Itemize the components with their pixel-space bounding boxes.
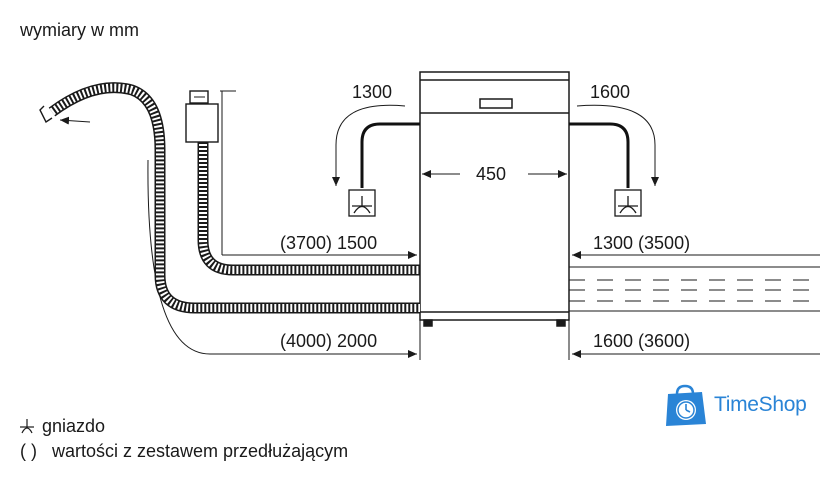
socket-left-symbol (348, 189, 376, 217)
dimension-right-lower: 1600 (3600) (593, 331, 691, 351)
socket-dimension-arrows (332, 104, 659, 186)
socket-right-symbol (614, 189, 642, 217)
legend-socket-label: gniazdo (42, 416, 106, 436)
right-hose-lines (569, 266, 820, 312)
drain-hose (39, 82, 420, 314)
power-cables (360, 122, 630, 188)
shopping-bag-clock-icon (666, 384, 706, 426)
dimension-left-socket: 1300 (352, 82, 393, 102)
brand-name: TimeShop (714, 393, 807, 416)
left-dimension-arrows (147, 90, 417, 358)
socket-legend-icon (20, 419, 34, 434)
extension-lines (419, 320, 570, 360)
dimension-right-upper: 1300 (3500) (593, 233, 691, 253)
legend-parentheses-symbol: ( ) (20, 441, 37, 461)
units-note: wymiary w mm (20, 20, 139, 40)
dimension-right-socket: 1600 (590, 82, 631, 102)
timeshop-watermark: TimeShop (662, 382, 832, 430)
right-dimension-arrows (572, 251, 820, 358)
dimension-left-lower: (4000) 2000 (280, 331, 378, 351)
dimension-width: 450 (476, 164, 507, 184)
dimension-left-upper: (3700) 1500 (280, 233, 378, 253)
dishwasher-outline (419, 71, 570, 327)
inlet-hose (185, 90, 420, 276)
legend-parentheses-label: wartości z zestawem przedłużającym (52, 441, 349, 461)
